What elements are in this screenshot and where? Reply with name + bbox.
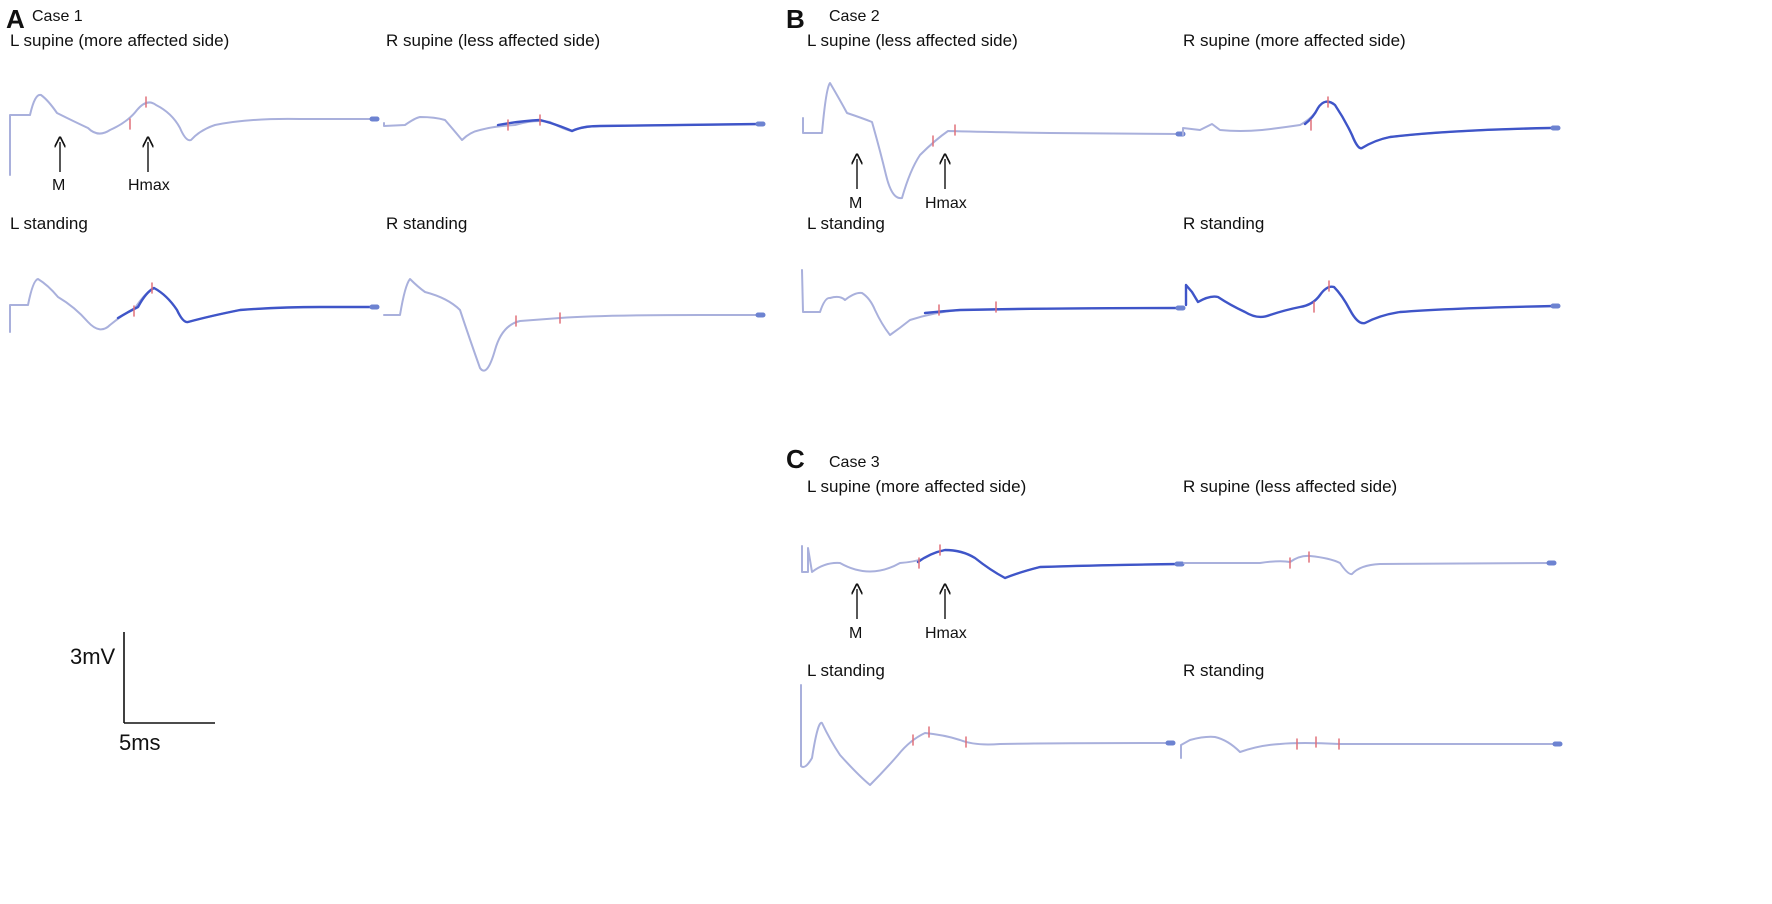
label-c-r-supine: R supine (less affected side) — [1183, 477, 1398, 496]
label-a-r-standing: R standing — [386, 214, 468, 233]
trace-a-l-standing-dark — [116, 286, 376, 324]
trace-a-l-supine — [9, 93, 375, 176]
trace-c-l-supine-dark — [916, 548, 1182, 580]
case-title-c: Case 3 — [829, 454, 880, 471]
m-label-b: M — [849, 195, 863, 212]
label-c-r-standing: R standing — [1183, 661, 1265, 680]
m-label-a: M — [52, 177, 66, 194]
label-c-l-standing: L standing — [807, 661, 885, 680]
trace-c-r-supine — [1183, 554, 1553, 576]
trace-c-r-standing — [1180, 735, 1556, 759]
trace-c-l-supine — [801, 545, 1181, 579]
label-b-r-supine: R supine (more affected side) — [1183, 31, 1406, 50]
trace-a-r-supine — [383, 116, 761, 141]
trace-b-l-supine — [802, 82, 1181, 200]
label-b-l-supine: L supine (less affected side) — [807, 31, 1018, 50]
label-a-r-supine: R supine (less affected side) — [386, 31, 601, 50]
trace-a-r-supine-dark — [496, 118, 762, 133]
scale-time-label: 5ms — [119, 730, 161, 755]
trace-b-r-standing — [1184, 283, 1557, 325]
panel-letter-a: A — [6, 4, 25, 34]
panel-letter-b: B — [786, 4, 805, 34]
label-a-l-standing: L standing — [10, 214, 88, 233]
label-b-l-standing: L standing — [807, 214, 885, 233]
trace-b-r-supine — [1182, 100, 1556, 150]
hmax-label-a: Hmax — [128, 177, 170, 194]
trace-c-l-standing — [800, 684, 1169, 786]
case-title-a: Case 1 — [32, 8, 83, 25]
trace-a-r-standing — [383, 278, 761, 372]
hmax-label-c: Hmax — [925, 625, 967, 642]
trace-b-r-supine-dark — [1303, 100, 1557, 150]
panel-letter-c: C — [786, 444, 805, 474]
trace-b-l-standing — [801, 269, 1181, 336]
scale-voltage-label: 3mV — [70, 644, 116, 669]
label-a-l-supine: L supine (more affected side) — [10, 31, 230, 50]
trace-b-l-standing-dark — [923, 306, 1182, 315]
label-b-r-standing: R standing — [1183, 214, 1265, 233]
trace-a-l-standing — [9, 278, 375, 333]
case-title-b: Case 2 — [829, 8, 880, 25]
m-label-c: M — [849, 625, 863, 642]
label-c-l-supine: L supine (more affected side) — [807, 477, 1027, 496]
scale-bar — [123, 632, 215, 724]
hmax-label-b: Hmax — [925, 195, 967, 212]
